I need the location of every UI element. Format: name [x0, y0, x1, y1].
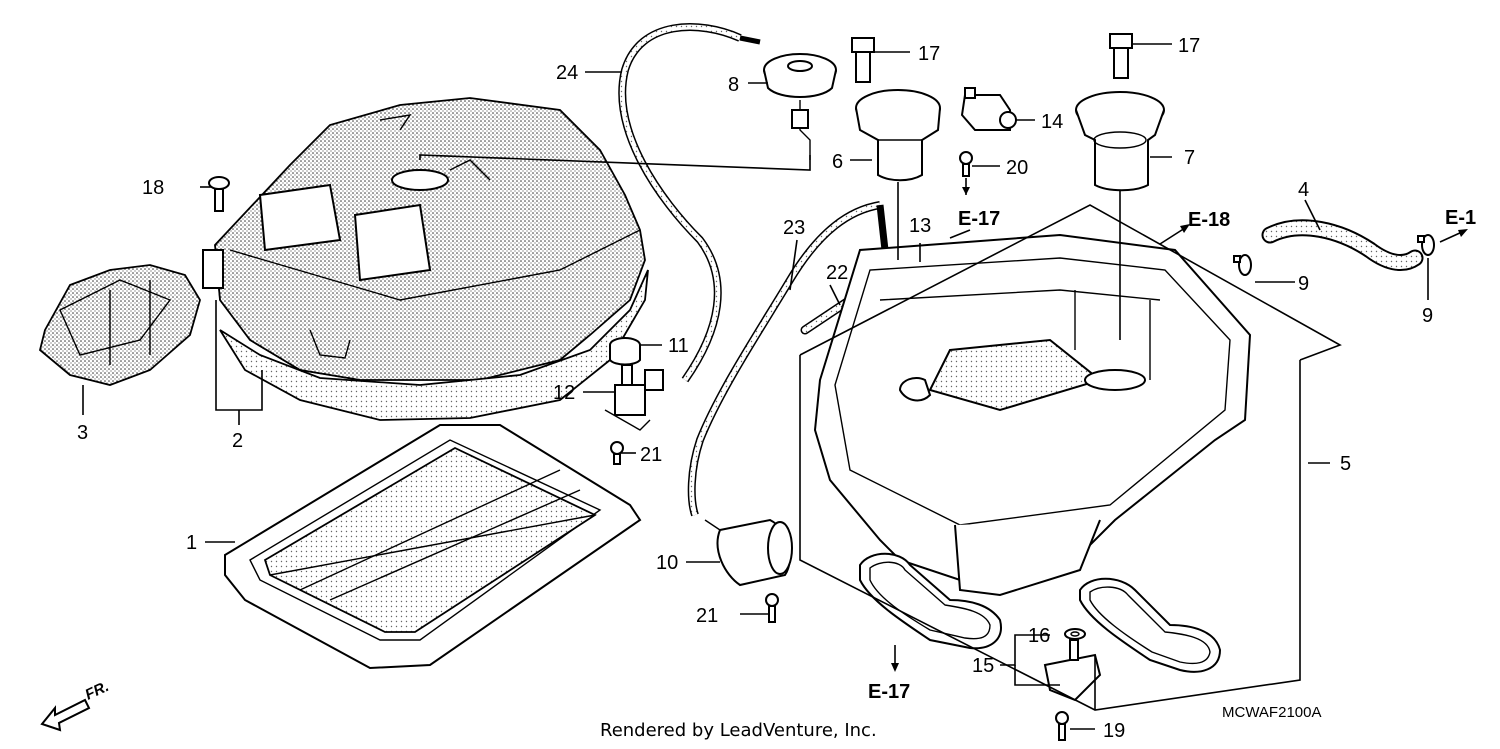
callout-9-left: 9: [1298, 273, 1309, 295]
sensor-14: [960, 87, 1017, 131]
callout-21-lower: 21: [696, 605, 718, 627]
callout-13: 13: [909, 215, 931, 237]
render-credit: Rendered by LeadVenture, Inc.: [600, 720, 877, 741]
screw-18: [208, 176, 230, 212]
front-direction-indicator: FR.: [40, 678, 112, 732]
callout-4: 4: [1298, 179, 1309, 201]
callout-5: 5: [1340, 453, 1351, 475]
gasket-right: [1079, 577, 1222, 673]
ref-e17-top: E-17: [958, 208, 1000, 230]
callout-2: 2: [232, 430, 243, 452]
screw-21-upper: [610, 441, 624, 465]
air-cleaner-case: [813, 233, 1252, 597]
callout-12: 12: [553, 382, 575, 404]
screw-21-lower: [765, 593, 779, 623]
callout-17-left: 17: [918, 43, 940, 65]
callout-9-right: 9: [1422, 305, 1433, 327]
callout-14: 14: [1041, 111, 1063, 133]
front-label: FR.: [83, 678, 112, 704]
air-cleaner-cover: [202, 97, 646, 381]
front-arrow-icon: [40, 698, 91, 732]
washer-16: [1064, 628, 1086, 640]
callout-labels: 1 2 3 4 5 6 7 8 9 9 10 11 12 13 14 15 16…: [77, 35, 1433, 742]
housing-gasket: [219, 269, 649, 421]
callout-15: 15: [972, 655, 994, 677]
ref-e18: E-18: [1188, 209, 1230, 231]
valve-8: [763, 53, 837, 160]
ref-e17-bottom: E-17: [868, 681, 910, 703]
diagram-code: MCWAF2100A: [1222, 704, 1321, 721]
hose-24: [618, 23, 761, 383]
screw-20: [959, 151, 973, 177]
callout-19: 19: [1103, 720, 1125, 742]
clamp-9-left: [1233, 254, 1252, 276]
callout-10: 10: [656, 552, 678, 574]
callout-8: 8: [728, 74, 739, 96]
solenoid-12: [604, 364, 664, 431]
callout-18: 18: [142, 177, 164, 199]
callout-23: 23: [783, 217, 805, 239]
callout-7: 7: [1184, 147, 1195, 169]
callout-17-right: 17: [1178, 35, 1200, 57]
callout-22: 22: [826, 262, 848, 284]
reference-labels: E-17 E-18 E-1 E-17: [868, 207, 1476, 703]
air-cleaner-element: [224, 424, 642, 670]
callout-21-upper: 21: [640, 444, 662, 466]
clamp-9-right: [1417, 234, 1435, 256]
funnel-7: [1075, 91, 1165, 192]
ref-e1: E-1: [1445, 207, 1476, 229]
callout-1: 1: [186, 532, 197, 554]
assembly-outline: [799, 204, 1342, 711]
callout-6: 6: [832, 151, 843, 173]
filter-10: [704, 518, 793, 587]
bolt-17-left: [851, 37, 875, 83]
leader-lines: [82, 43, 1468, 730]
callout-11: 11: [668, 335, 689, 357]
callout-16: 16: [1028, 625, 1050, 647]
screw-19: [1055, 711, 1069, 741]
intake-duct: [38, 264, 201, 386]
bolt-17-right: [1109, 33, 1133, 79]
cap-11: [609, 337, 641, 366]
hose-23: [687, 201, 889, 517]
callout-3: 3: [77, 422, 88, 444]
drain-15: [1043, 631, 1102, 702]
callout-24: 24: [556, 62, 578, 84]
callout-20: 20: [1006, 157, 1028, 179]
funnel-6: [855, 89, 941, 182]
hose-4: [1261, 219, 1424, 271]
